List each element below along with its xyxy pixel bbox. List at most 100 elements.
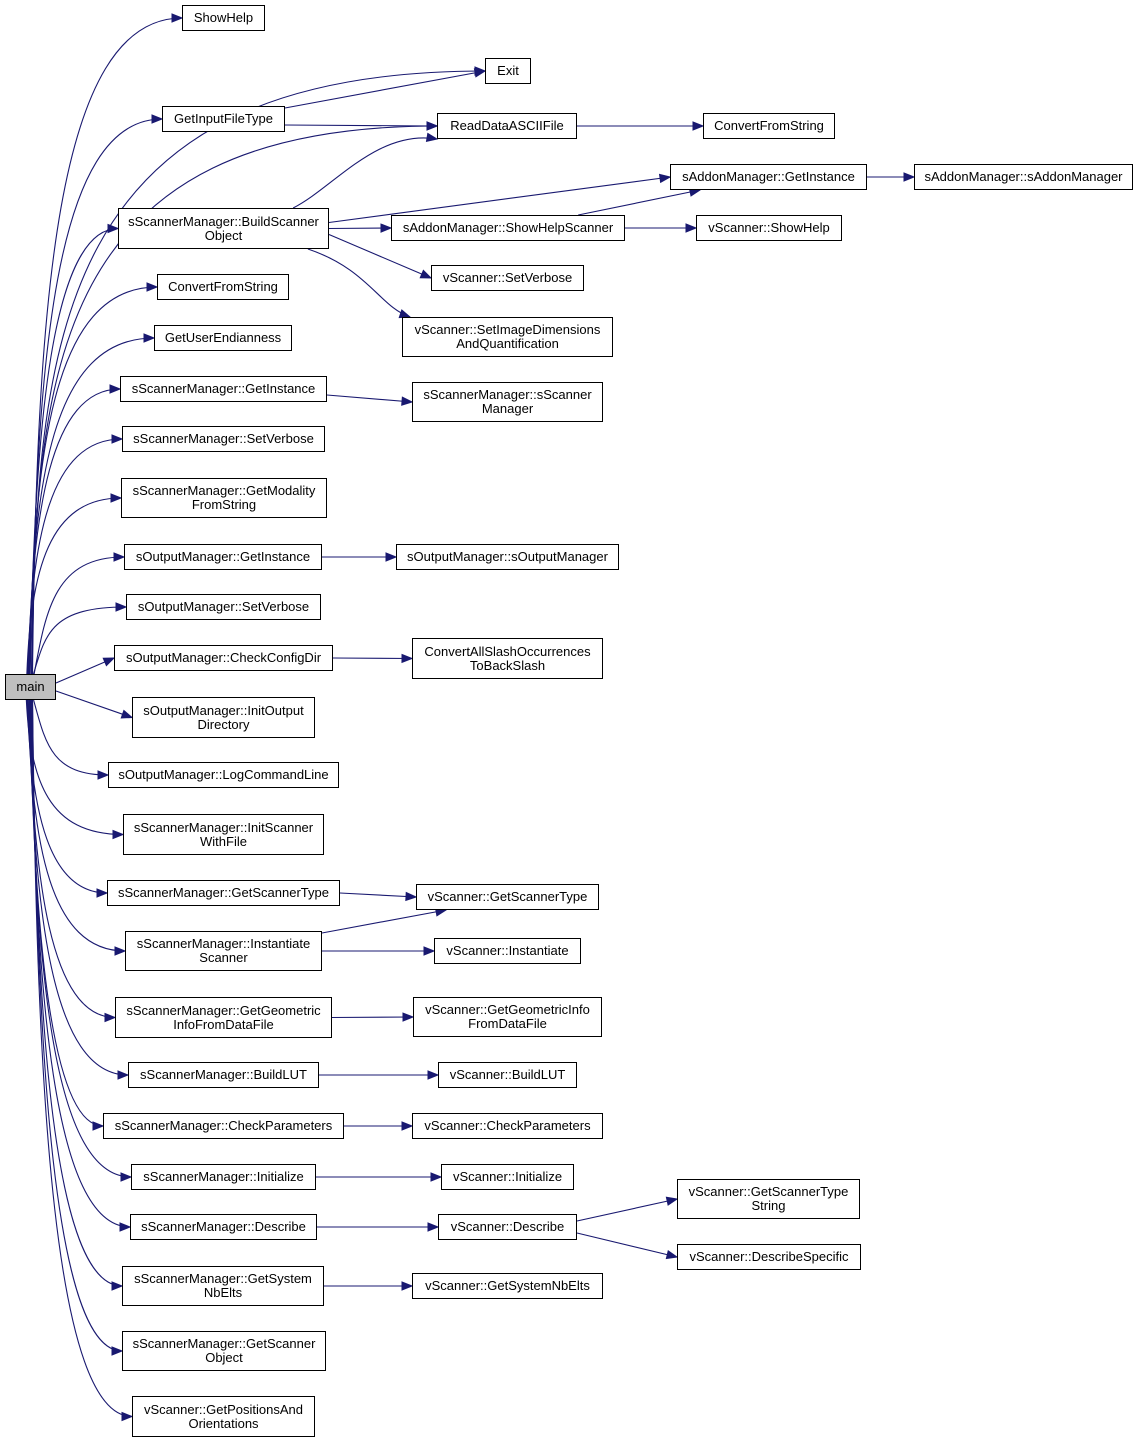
arrowhead (385, 552, 398, 562)
node-getinputfiletype[interactable]: GetInputFileType (162, 106, 285, 132)
node-label-line: vScanner::ShowHelp (708, 220, 830, 235)
edge-main-to-om_setverbose (32, 606, 127, 675)
node-sm-checkparameters[interactable]: sScannerManager::CheckParameters (103, 1113, 344, 1139)
node-vs-describespecific[interactable]: vScanner::DescribeSpecific (677, 1244, 861, 1270)
edge-om_checkconfigdir-to-convertallslash (332, 657, 413, 660)
edge-buildscannerobject-to-readdataasciifile (292, 137, 438, 209)
node-label-line: GetInputFileType (174, 111, 273, 126)
arrowhead (405, 891, 418, 902)
node-sm-getscannertype[interactable]: sScannerManager::GetScannerType (107, 880, 340, 906)
node-label-line: Object (204, 227, 243, 243)
node-getuserendianness[interactable]: GetUserEndianness (154, 325, 292, 351)
arrowhead (401, 653, 414, 664)
node-label-line: sScannerManager::GetScannerType (117, 885, 329, 900)
node-vs-instantiate[interactable]: vScanner::Instantiate (434, 938, 581, 964)
node-showhelp[interactable]: ShowHelp (182, 5, 265, 31)
node-om-ctor[interactable]: sOutputManager::sOutputManager (396, 544, 619, 570)
node-label-line: sAddonManager::GetInstance (682, 169, 855, 184)
node-label-line: vScanner::GetSystemNbElts (425, 1278, 590, 1293)
node-addon-ctor[interactable]: sAddonManager::sAddonManager (914, 164, 1133, 190)
node-label-line: sScannerManager::GetModality (132, 483, 316, 498)
arrowhead (427, 1070, 440, 1080)
arrowhead (143, 333, 156, 343)
arrowhead (109, 384, 122, 394)
arrowhead (120, 1172, 133, 1182)
node-label-line: vScanner::SetImageDimensions (414, 322, 601, 337)
arrowhead (401, 1281, 414, 1291)
arrowhead (92, 1121, 105, 1131)
node-sm-buildlut[interactable]: sScannerManager::BuildLUT (128, 1062, 319, 1088)
edge-main-to-om_logcommandline (33, 699, 109, 776)
node-label-line: sScannerManager::BuildLUT (140, 1067, 307, 1082)
node-label-line: sScannerManager::GetInstance (131, 381, 316, 396)
node-vs-describe[interactable]: vScanner::Describe (438, 1214, 577, 1240)
node-label-line: sOutputManager::sOutputManager (407, 549, 608, 564)
arrowhead (171, 13, 184, 23)
arrowhead (426, 121, 439, 131)
node-om-logcommandline[interactable]: sOutputManager::LogCommandLine (108, 762, 339, 788)
arrowhead (112, 829, 125, 840)
node-vs-getscannertype[interactable]: vScanner::GetScannerType (416, 884, 599, 910)
node-vscanner-setverbose[interactable]: vScanner::SetVerbose (431, 265, 584, 291)
node-om-getinstance[interactable]: sOutputManager::GetInstance (124, 544, 322, 570)
node-label-line: Directory (197, 716, 250, 732)
arrowhead (665, 1196, 679, 1206)
node-exit[interactable]: Exit (485, 58, 531, 84)
node-sm-describe[interactable]: sScannerManager::Describe (130, 1214, 317, 1240)
node-sm-setverbose[interactable]: sScannerManager::SetVerbose (122, 426, 325, 452)
node-vs-buildlut[interactable]: vScanner::BuildLUT (438, 1062, 577, 1088)
edge-main-to-vs_getpositions (31, 699, 133, 1418)
node-vs-checkparameters[interactable]: vScanner::CheckParameters (412, 1113, 603, 1139)
node-label-line: sScannerManager::InitScanner (133, 819, 314, 835)
node-label-line: main (16, 679, 45, 694)
arrowhead (151, 114, 164, 124)
edge-buildscannerobject-to-addon_getinstance (328, 176, 671, 224)
node-label-line: vScanner::DescribeSpecific (689, 1249, 849, 1264)
node-label-line: ConvertFromString (168, 279, 278, 294)
node-label-line: ConvertFromString (714, 118, 824, 133)
node-label-line: NbElts (203, 1285, 243, 1300)
node-vs-initialize[interactable]: vScanner::Initialize (441, 1164, 574, 1190)
arrowhead (658, 173, 672, 184)
arrowhead (380, 223, 393, 233)
node-vs-getsystemnbelts[interactable]: vScanner::GetSystemNbElts (412, 1273, 603, 1299)
node-addon-showhelpscanner[interactable]: sAddonManager::ShowHelpScanner (391, 215, 625, 241)
arrowhead (115, 602, 128, 612)
node-om-checkconfigdir[interactable]: sOutputManager::CheckConfigDir (114, 645, 333, 671)
arrowhead (107, 223, 120, 234)
node-label-line: sScannerManager::BuildScanner (128, 213, 319, 229)
node-convertfromstring2[interactable]: ConvertFromString (703, 113, 835, 139)
node-addon-getinstance[interactable]: sAddonManager::GetInstance (670, 164, 867, 190)
arrowhead (427, 1222, 440, 1232)
edge-sm_getscannertype-to-vs_getscannertype (339, 892, 417, 898)
node-label-line: Exit (497, 63, 519, 78)
edge-main-to-om_checkconfigdir (55, 657, 115, 684)
arrowhead (96, 888, 109, 898)
arrowhead (425, 132, 439, 142)
node-label-line: sOutputManager::InitOutput (143, 702, 304, 718)
arrowhead (401, 396, 414, 406)
node-vscanner-showhelp[interactable]: vScanner::ShowHelp (696, 215, 842, 241)
node-convertfromstring[interactable]: ConvertFromString (157, 274, 289, 300)
node-label-line: sScannerManager::SetVerbose (133, 431, 314, 446)
edge-getinputfiletype-to-readdataasciifile (284, 124, 438, 127)
node-sm-getinstance[interactable]: sScannerManager::GetInstance (120, 376, 327, 402)
node-sm-initialize[interactable]: sScannerManager::Initialize (131, 1164, 316, 1190)
node-label-line: sScannerManager::GetSystem (134, 1271, 312, 1286)
node-readdataasciifile[interactable]: ReadDataASCIIFile (437, 113, 577, 139)
node-om-setverbose[interactable]: sOutputManager::SetVerbose (126, 594, 321, 620)
